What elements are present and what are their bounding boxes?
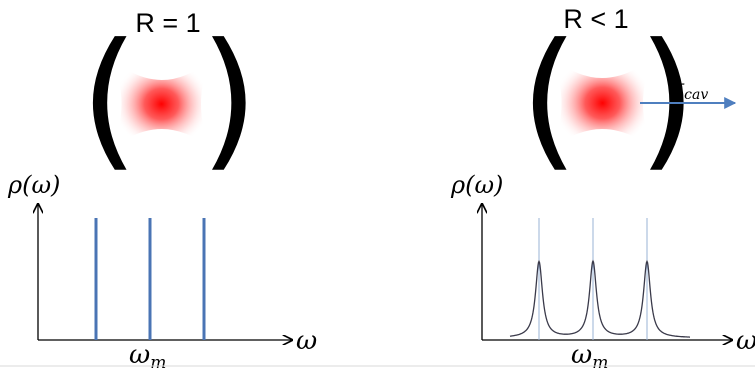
left-reflectivity-title: R = 1 [135,8,200,38]
right-lorentzian-spectrum [509,259,690,338]
right-cavity-beam [553,58,652,148]
right-mode-lines [538,218,648,340]
right-reflectivity-title: R < 1 [563,4,628,34]
cavity-lifetime-label: τcav [672,76,708,103]
left-cavity-right-mirror: ) [200,12,259,186]
left-panel: R = 1 ( ) ρ(ω) ω ωm [7,8,317,369]
left-cavity: ( ) [80,12,259,186]
left-cavity-beam [113,60,210,148]
right-cavity: ( ) τcav [520,12,737,186]
right-y-axis-label: ρ(ω) [450,171,503,199]
right-x-axis-label: ω [736,326,755,356]
left-x-axis-label: ω [296,326,317,356]
right-mode-label: ωm [571,340,608,369]
left-spectrum-plot: ρ(ω) ω ωm [7,171,317,369]
right-panel: R < 1 ( ) τcav ρ(ω) ω ωm [450,4,755,369]
right-cavity-right-mirror: ) [638,12,697,186]
left-mode-lines [94,218,206,340]
right-spectrum-plot: ρ(ω) ω ωm [450,171,755,369]
left-mode-label: ωm [129,340,166,369]
left-y-axis-label: ρ(ω) [7,171,60,199]
